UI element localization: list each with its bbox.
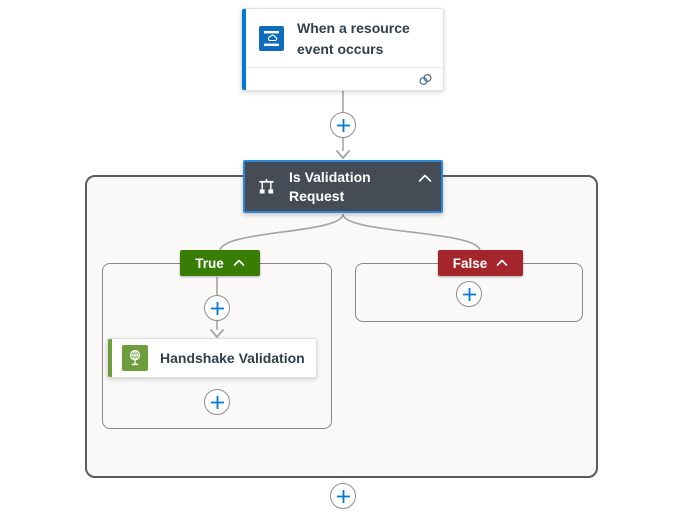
add-plus-icon [210,395,224,409]
true-branch-insert-action-button[interactable] [204,295,230,321]
add-plus-icon [210,301,224,315]
action-title: Handshake Validation [160,350,305,366]
response-globe-icon [122,345,148,371]
action-accent-bar [108,339,112,377]
true-branch-badge[interactable]: True [180,250,260,276]
true-badge-label: True [195,255,224,271]
false-branch-add-action-button[interactable] [456,281,482,307]
chevron-up-icon[interactable] [233,259,245,267]
action-card-handshake-validation[interactable]: Handshake Validation [107,338,317,378]
trigger-card-header[interactable]: When a resource event occurs [246,9,443,68]
connection-link-icon[interactable] [418,73,433,86]
condition-icon [256,177,277,197]
trigger-card: When a resource event occurs [241,8,444,91]
true-branch-add-action-button[interactable] [204,389,230,415]
trigger-title: When a resource event occurs [297,19,410,57]
condition-title: Is Validation Request [289,168,371,204]
false-branch-badge[interactable]: False [438,250,523,276]
condition-card[interactable]: Is Validation Request [243,160,443,213]
chevron-up-icon[interactable] [418,174,432,183]
add-step-after-condition-button[interactable] [330,483,356,509]
trigger-accent-bar [242,9,246,90]
event-grid-icon [259,26,284,51]
add-plus-icon [336,118,350,132]
add-plus-icon [462,287,476,301]
trigger-card-footer [246,67,443,90]
insert-step-button[interactable] [330,112,356,138]
add-plus-icon [336,489,350,503]
false-badge-label: False [452,255,488,271]
chevron-up-icon[interactable] [496,259,508,267]
